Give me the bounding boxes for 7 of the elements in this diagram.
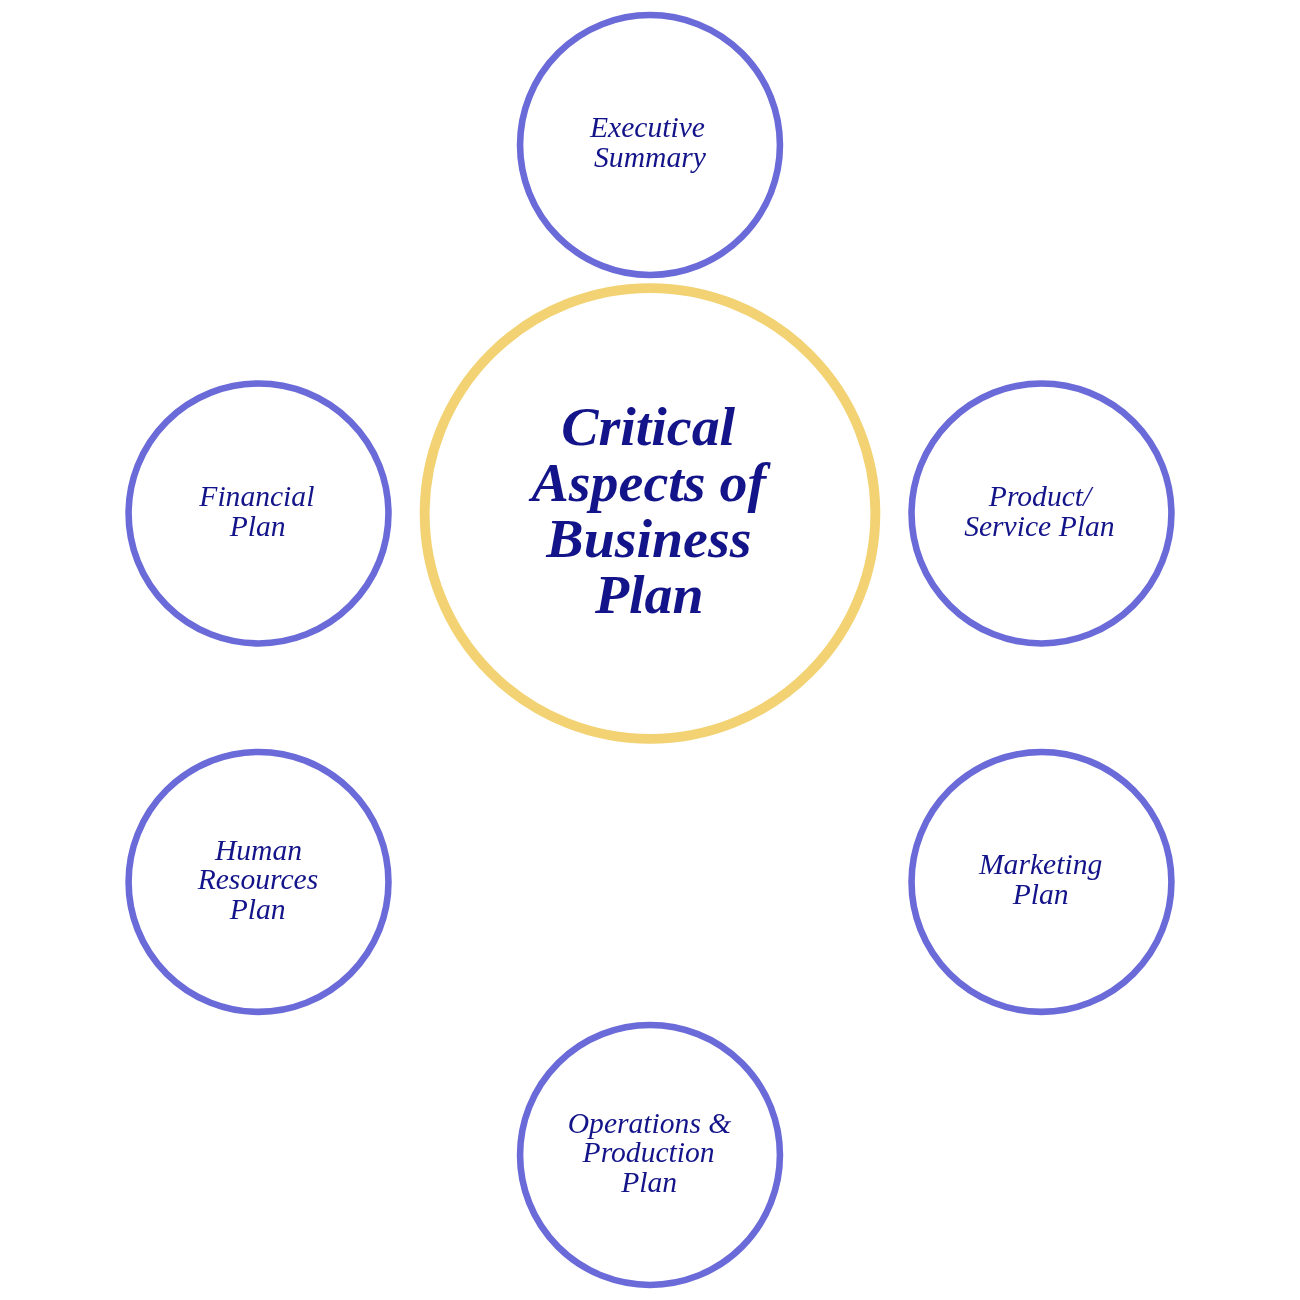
node-circle: Operations & Production Plan: [516, 1021, 784, 1289]
node-circle: Product/ Service Plan: [908, 380, 1175, 647]
node-circle: Human Resources Plan: [125, 748, 392, 1016]
node-circle: Executive Summary: [516, 11, 784, 279]
node-circle: Financial Plan: [125, 380, 392, 647]
node-circle: Critical Aspects of Business Plan: [419, 283, 881, 744]
node-circle: Marketing Plan: [908, 748, 1175, 1016]
